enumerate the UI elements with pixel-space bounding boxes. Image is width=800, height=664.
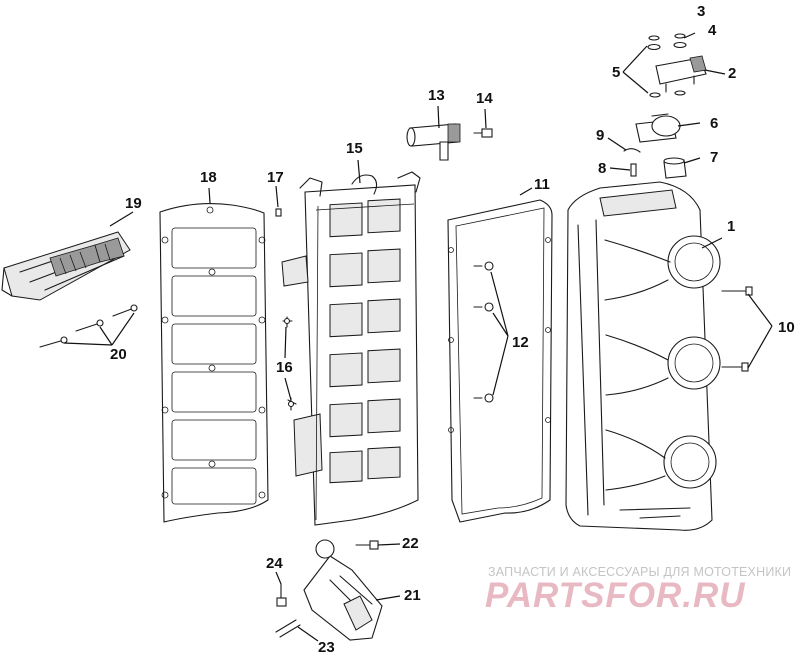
part-23-pin bbox=[275, 619, 301, 638]
callout-9: 9 bbox=[596, 127, 605, 144]
callout-8: 8 bbox=[598, 160, 607, 177]
callout-4: 4 bbox=[708, 22, 717, 39]
callout-3: 3 bbox=[697, 3, 706, 20]
callout-12: 12 bbox=[512, 334, 529, 351]
callout-16: 16 bbox=[276, 359, 293, 376]
part-18-gasket bbox=[159, 203, 269, 523]
callout-2: 2 bbox=[728, 65, 737, 82]
part-6-valve bbox=[635, 113, 681, 143]
part-2-sensor bbox=[655, 55, 707, 93]
callout-17: 17 bbox=[267, 169, 284, 186]
part-13-elbow-fitting bbox=[406, 123, 461, 161]
callout-6: 6 bbox=[710, 115, 719, 132]
callout-7: 7 bbox=[710, 149, 719, 166]
callout-19: 19 bbox=[125, 195, 142, 212]
part-1-intake-manifold bbox=[565, 181, 721, 531]
callout-18: 18 bbox=[200, 169, 217, 186]
part-3-4-washers bbox=[647, 33, 687, 98]
part-19-reed-adapter bbox=[1, 231, 131, 301]
watermark-caption: ЗАПЧАСТИ И АКСЕССУАРЫ ДЛЯ МОТОТЕХНИКИ bbox=[488, 565, 792, 579]
callout-14: 14 bbox=[476, 90, 493, 107]
watermark-logo: PARTSFOR.RU bbox=[485, 576, 746, 615]
callout-24: 24 bbox=[266, 555, 283, 572]
part-16-fittings bbox=[282, 316, 297, 411]
part-8-pin bbox=[630, 163, 637, 177]
callout-23: 23 bbox=[318, 639, 335, 656]
part-22-bolt bbox=[355, 540, 379, 550]
callout-13: 13 bbox=[428, 87, 445, 104]
leader-lines bbox=[63, 32, 773, 642]
callout-21: 21 bbox=[404, 587, 421, 604]
part-24-bolt bbox=[276, 583, 287, 607]
callout-1: 1 bbox=[727, 218, 736, 235]
part-21-bracket bbox=[303, 539, 383, 641]
part-9-clip bbox=[623, 148, 641, 153]
callout-15: 15 bbox=[346, 140, 363, 157]
part-15-reed-plate bbox=[281, 171, 421, 526]
part-11-gasket bbox=[447, 199, 553, 523]
part-20-bolts bbox=[39, 304, 138, 348]
callout-11: 11 bbox=[534, 176, 550, 193]
callout-22: 22 bbox=[402, 535, 419, 552]
part-12-bolts bbox=[473, 261, 494, 403]
part-17-dowel bbox=[275, 208, 282, 217]
callout-5: 5 bbox=[612, 64, 621, 81]
callout-20: 20 bbox=[110, 346, 127, 363]
callout-10: 10 bbox=[778, 319, 795, 336]
part-10-bolts bbox=[721, 286, 753, 372]
part-7-bushing bbox=[663, 157, 687, 179]
part-14-bolt bbox=[473, 128, 493, 138]
